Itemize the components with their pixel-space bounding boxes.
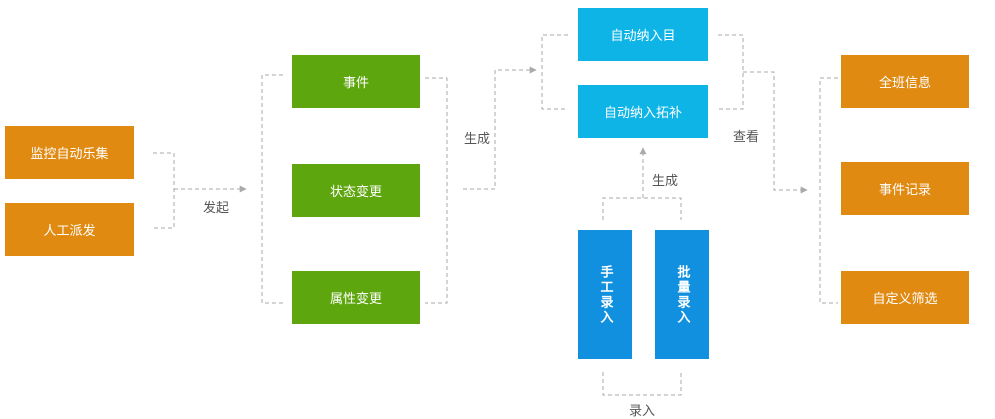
- batch-entry-box: 批量录入: [655, 230, 709, 359]
- auto-right-bracket: [718, 34, 744, 110]
- entry-label: 录入: [629, 404, 656, 419]
- view-label: 查看: [733, 130, 760, 145]
- views-left-bracket: [819, 77, 838, 304]
- trigger-label: 发起: [203, 201, 230, 216]
- manual-entry-box: 手工录入: [578, 230, 632, 359]
- shift-info-box: 全班信息: [841, 55, 969, 108]
- source-manual-box: 人工派发: [5, 203, 134, 256]
- event-right-bracket: [425, 77, 448, 304]
- generate-arrow: [463, 66, 537, 190]
- generate-label: 生成: [464, 132, 491, 147]
- manual-top-bracket: [602, 197, 682, 220]
- auto-left-bracket: [541, 34, 568, 110]
- state-change-box: 状态变更: [292, 164, 420, 217]
- event-left-bracket: [261, 74, 283, 304]
- event-record-box: 事件记录: [841, 162, 969, 215]
- manual-bottom-bracket: [602, 372, 682, 396]
- attribute-change-box: 属性变更: [292, 271, 420, 324]
- source-bracket: [153, 152, 175, 229]
- custom-filter-box: 自定义筛选: [841, 271, 969, 324]
- auto-include-box: 自动纳入目: [578, 8, 708, 61]
- source-monitor-box: 监控自动乐集: [5, 126, 134, 179]
- event-box: 事件: [292, 55, 420, 108]
- generate-up-label: 生成: [652, 174, 679, 189]
- view-arrow: [743, 71, 808, 194]
- auto-topology-box: 自动纳入拓补: [578, 85, 708, 138]
